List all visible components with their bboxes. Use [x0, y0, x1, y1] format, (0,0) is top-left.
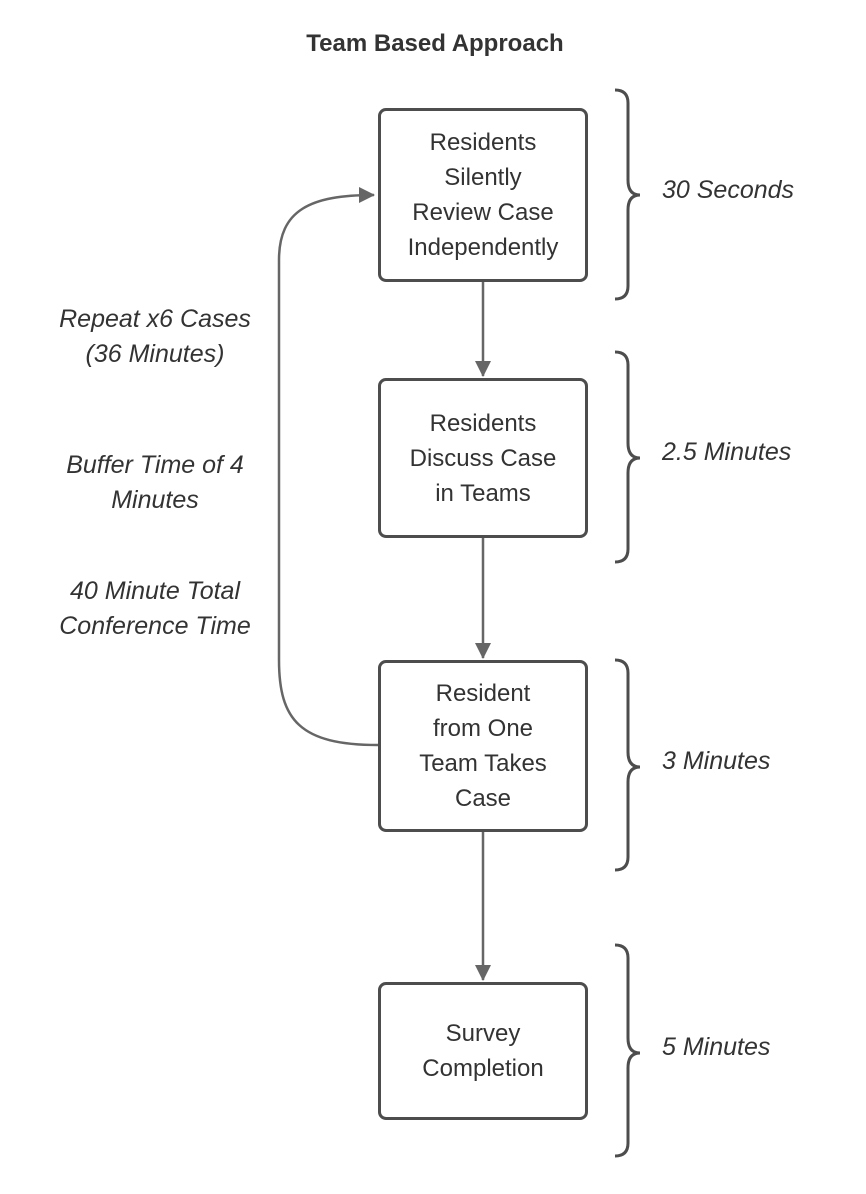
- step-box-review: Residents Silently Review Case Independe…: [378, 108, 588, 282]
- brace-step3: [614, 658, 641, 872]
- step-box-discuss: Residents Discuss Case in Teams: [378, 378, 588, 538]
- brace-step1: [614, 88, 641, 301]
- step-box-survey: Survey Completion: [378, 982, 588, 1120]
- brace-step2: [614, 350, 641, 564]
- duration-discuss: 2.5 Minutes: [662, 438, 792, 466]
- note-total: 40 Minute Total Conference Time: [59, 577, 251, 640]
- loop-arrow: [277, 187, 379, 747]
- duration-survey: 5 Minutes: [662, 1033, 771, 1061]
- diagram-title: Team Based Approach: [306, 30, 564, 57]
- note-buffer: Buffer Time of 4 Minutes: [66, 451, 244, 514]
- duration-review: 30 Seconds: [662, 176, 795, 204]
- step-box-take-case: Resident from One Team Takes Case: [378, 660, 588, 832]
- note-repeat: Repeat x6 Cases (36 Minutes): [59, 305, 251, 368]
- brace-step4: [614, 943, 641, 1158]
- duration-take-case: 3 Minutes: [662, 747, 771, 775]
